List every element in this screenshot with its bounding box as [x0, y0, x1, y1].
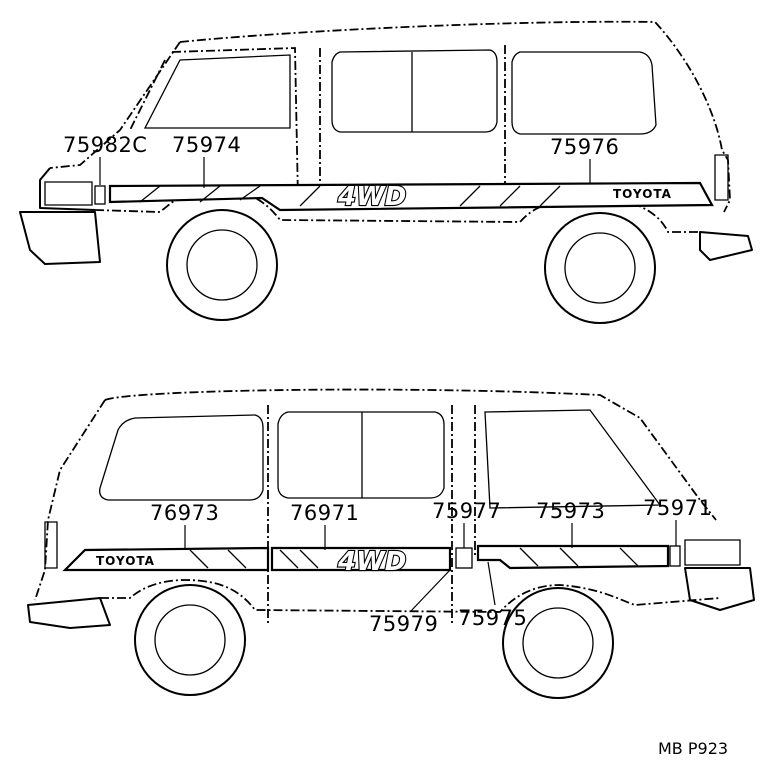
bottom-van-small-decal-a — [455, 547, 473, 569]
top-van-4wd-decal: 4WD — [337, 182, 406, 212]
top-van-rear-hub — [564, 232, 636, 304]
bottom-van-rear-bumper — [27, 597, 111, 629]
top-van-stripe-hatching — [139, 185, 561, 207]
bottom-van-roof-line — [104, 388, 717, 521]
top-van-rear-bumper — [699, 231, 753, 261]
bottom-van-side-stripe-front — [476, 544, 670, 570]
top-van-front-window — [143, 54, 291, 129]
top-van-rear-wheel — [544, 212, 656, 324]
bottom-van-rear-window — [99, 414, 264, 501]
top-van-toyota-badge: TOYOTA — [613, 187, 672, 201]
top-van-sidemarker — [94, 185, 106, 205]
bottom-van-front-bumper — [684, 567, 755, 611]
bottom-van-middle-window — [277, 411, 445, 499]
bottom-van-pillars — [267, 405, 476, 625]
top-van-headlight — [44, 181, 93, 206]
callout-bottom-75971: 75971 — [643, 496, 712, 520]
callout-bottom-75975: 75975 — [458, 606, 527, 630]
top-van-pillar — [319, 45, 506, 200]
bottom-van-toyota-badge: TOYOTA — [96, 554, 155, 568]
callout-bottom-75979: 75979 — [369, 612, 438, 636]
callout-top-75982c: 75982C — [63, 133, 147, 157]
bottom-van-side-stripe — [62, 546, 270, 572]
bottom-van-illustration: 4WD TOYOTA — [27, 388, 755, 699]
bottom-van-front-wheel — [502, 587, 614, 699]
top-van-side-stripe — [108, 181, 714, 212]
top-van-front-hub — [186, 229, 258, 301]
callout-bottom-76973: 76973 — [150, 501, 219, 525]
bottom-van-4wd-decal: 4WD — [337, 547, 406, 577]
bottom-van-rocker — [100, 579, 721, 613]
top-van-roof-line — [179, 20, 731, 213]
callout-bottom-76971: 76971 — [290, 501, 359, 525]
top-van-front-nose — [39, 167, 96, 211]
bottom-van-rear-hub — [154, 604, 226, 676]
callout-bottom-75973: 75973 — [536, 499, 605, 523]
figure-code: MB P923 — [658, 739, 728, 758]
top-callouts: 75982C 75974 75976 — [63, 133, 619, 188]
top-van-front-wheel — [166, 209, 278, 321]
bottom-van-headlight — [684, 539, 741, 566]
callout-top-75974: 75974 — [172, 133, 241, 157]
top-van-illustration: 4WD TOYOTA — [19, 20, 753, 324]
bottom-van-front-window — [484, 409, 662, 509]
bottom-van-sidemarker — [669, 545, 681, 567]
top-van-rear-window — [511, 51, 657, 135]
callout-top-75976: 75976 — [550, 135, 619, 159]
bottom-van-front-hub — [522, 607, 594, 679]
leader-bottom-75975 — [487, 561, 496, 606]
top-van-front-door — [129, 47, 299, 201]
bottom-van-rear-line — [34, 399, 106, 601]
leader-bottom-75979 — [409, 569, 451, 613]
bottom-van-taillight — [44, 521, 58, 569]
top-van-taillight — [714, 154, 729, 201]
bottom-van-rear-wheel — [134, 584, 246, 696]
top-van-middle-window — [331, 49, 498, 133]
bottom-van-stripe-hatching — [189, 547, 639, 569]
bottom-callouts: 76973 76971 75977 75973 75971 75979 7597… — [150, 496, 712, 636]
top-van-windshield — [49, 41, 181, 169]
top-van-front-bumper — [19, 211, 101, 265]
callout-bottom-75977: 75977 — [432, 499, 501, 523]
